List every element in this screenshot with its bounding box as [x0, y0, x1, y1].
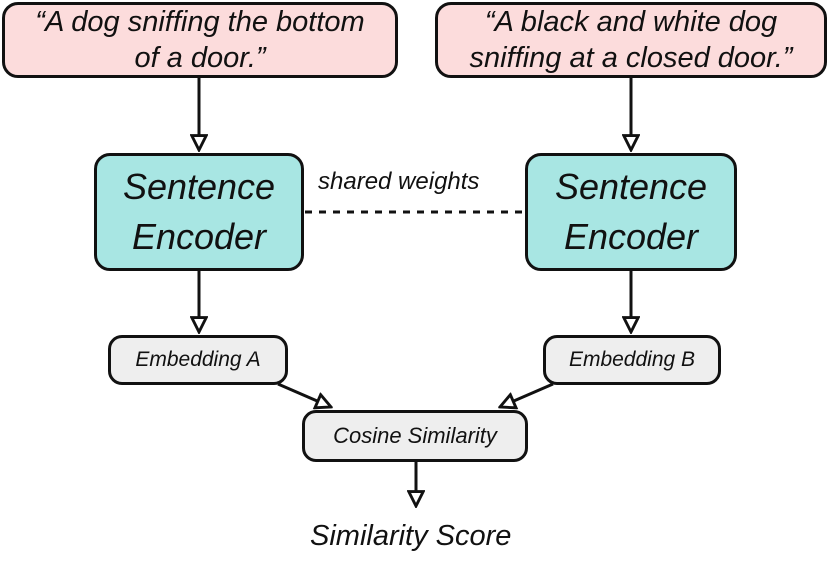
- cosine-similarity-label: Cosine Similarity: [333, 423, 497, 448]
- embedding-a-box: Embedding A: [108, 335, 288, 385]
- sentence-encoder-b: Sentence Encoder: [525, 153, 737, 271]
- encoder-a-line2: Encoder: [131, 216, 267, 257]
- embedding-b-label: Embedding B: [568, 348, 696, 371]
- sentence-b-text: “A black and white dog sniffing at a clo…: [469, 6, 793, 74]
- shared-weights-label: shared weights: [318, 168, 480, 195]
- cosine-similarity-box: Cosine Similarity: [302, 410, 528, 462]
- sentence-encoder-a: Sentence Encoder: [94, 153, 304, 271]
- sentence-a-box: “A dog sniffing the bottom of a door.”: [2, 2, 398, 78]
- encoder-b-line1: Sentence: [554, 166, 708, 207]
- arrow-embedding-b-to-cosine: [500, 382, 554, 407]
- embedding-b-box: Embedding B: [543, 335, 721, 385]
- encoder-b-line2: Encoder: [563, 216, 699, 257]
- sentence-b-box: “A black and white dog sniffing at a clo…: [435, 2, 827, 78]
- embedding-a-label: Embedding A: [135, 348, 261, 371]
- encoder-a-line1: Sentence: [122, 166, 276, 207]
- similarity-score-label: Similarity Score: [310, 520, 512, 552]
- arrow-embedding-a-to-cosine: [277, 382, 331, 407]
- sentence-a-text: “A dog sniffing the bottom of a door.”: [35, 6, 365, 74]
